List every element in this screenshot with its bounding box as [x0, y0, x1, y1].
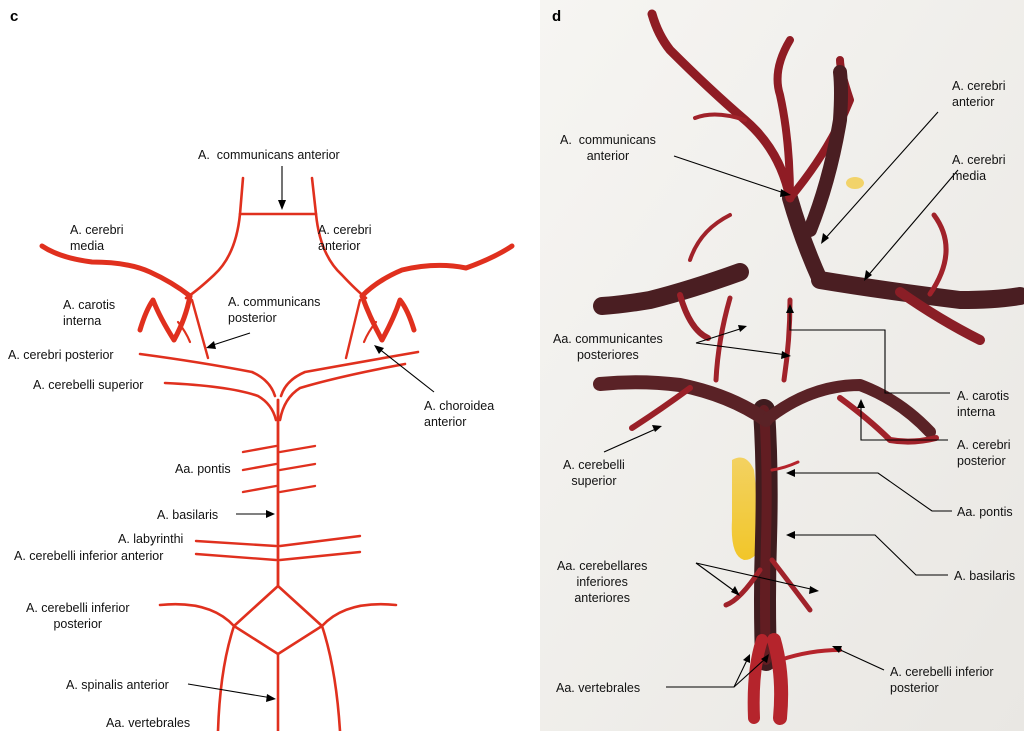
vessel-cerebri-media-right [362, 246, 512, 296]
vessel-carotis-right-stub [364, 322, 376, 342]
vessel-cer-inf-post-left [160, 604, 234, 626]
vessel-diamond-bottom-right [278, 626, 322, 654]
d-label-communicantes-posteriores: Aa. communicantes posteriores [553, 331, 663, 363]
specimen-vertebral-right [774, 640, 781, 718]
c-label-cerebri-media: A. cerebri media [70, 222, 124, 254]
vessel-cerebelli-superior-right [280, 364, 405, 420]
c-label-cerebelli-inferior-posterior: A. cerebelli inferior posterior [26, 600, 130, 632]
vessel-pontis-r1 [280, 446, 315, 452]
vessel-carotis-right [362, 296, 414, 340]
vessel-communicans-posterior-left [192, 300, 208, 358]
vessel-carotis-left [140, 296, 190, 340]
c-label-pontis: Aa. pontis [175, 461, 231, 477]
c-label-choroidea-anterior: A. choroidea anterior [424, 398, 494, 430]
vessel-diamond-bottom-left [234, 626, 278, 654]
c-label-cerebri-posterior: A. cerebri posterior [8, 347, 114, 363]
vessel-vertebral-right [278, 586, 340, 731]
vessel-cer-inf-ant-left [196, 554, 276, 560]
d-label-vertebrales: Aa. vertebrales [556, 680, 640, 696]
vessel-pontis-l1 [243, 446, 276, 452]
vessel-cerebelli-superior-left [165, 383, 276, 420]
c-label-cerebri-anterior: A. cerebri anterior [318, 222, 372, 254]
d-label-cerebellares: Aa. cerebellares inferiores anteriores [557, 558, 647, 606]
vessel-labyrinthi-right [280, 536, 360, 546]
arrowhead-comm-post [206, 341, 216, 349]
vessel-pontis-r2 [280, 464, 315, 470]
c-label-carotis-interna: A. carotis interna [63, 297, 115, 329]
arrowhead-basilaris [266, 510, 275, 518]
vessel-cerebri-posterior-left [140, 354, 275, 396]
yellow-spot [846, 177, 864, 189]
d-label-pontis: Aa. pontis [957, 504, 1013, 520]
arrow-spinalis [188, 684, 272, 698]
c-label-vertebrales: Aa. vertebrales [106, 715, 190, 731]
c-label-cerebelli-inferior-anterior: A. cerebelli inferior anterior [14, 548, 163, 564]
d-label-carotis-interna: A. carotis interna [957, 388, 1009, 420]
vessel-labyrinthi-left [196, 541, 276, 546]
vessel-pontis-l2 [243, 464, 276, 470]
c-label-cerebelli-superior: A. cerebelli superior [33, 377, 143, 393]
vessel-cer-inf-post-right [322, 604, 396, 626]
c-label-spinalis-anterior: A. spinalis anterior [66, 677, 169, 693]
vessel-cer-inf-ant-right [280, 552, 360, 560]
d-label-cerebri-anterior: A. cerebri anterior [952, 78, 1006, 110]
d-label-cerebelli-superior: A. cerebelli superior [563, 457, 625, 489]
d-label-communicans-anterior: A. communicans anterior [560, 132, 656, 164]
c-label-labyrinthi: A. labyrinthi [118, 531, 183, 547]
d-label-cerebri-media: A. cerebri media [952, 152, 1006, 184]
arrowhead-comm-ant [278, 200, 286, 210]
vessel-communicans-posterior-right [346, 300, 360, 358]
d-label-cerebri-posterior: A. cerebri posterior [957, 437, 1011, 469]
panel-letter-d: d [552, 8, 561, 25]
d-label-cerebelli-inferior-posterior: A. cerebelli inferior posterior [890, 664, 994, 696]
c-label-communicans-posterior: A. communicans posterior [228, 294, 320, 326]
vessel-cerebri-anterior-left [186, 178, 243, 298]
d-label-basilaris: A. basilaris [954, 568, 1015, 584]
c-label-basilaris: A. basilaris [157, 507, 218, 523]
c-label-communicans-anterior: A. communicans anterior [198, 147, 340, 163]
arrowhead-spinalis [266, 694, 276, 702]
vessel-vertebral-left [218, 586, 278, 731]
arrow-comm-post [210, 333, 250, 346]
arrowhead-choroidea [374, 345, 384, 354]
vessel-pontis-r3 [280, 486, 315, 492]
vessel-pontis-l3 [243, 486, 276, 492]
